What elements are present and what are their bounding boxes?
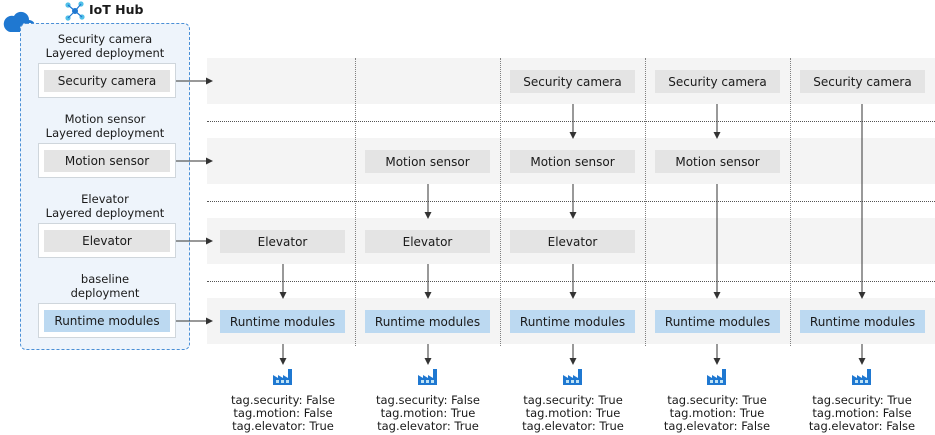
layer-divider: [207, 281, 935, 282]
tag-security: tag.security: True: [667, 393, 767, 407]
device-3-runtime-module: Runtime modules: [510, 310, 635, 333]
factory-icon: [707, 369, 726, 385]
device-3-camera-module: Security camera: [510, 70, 635, 93]
tag-security: tag.security: False: [231, 393, 335, 407]
device-4-camera-module: Security camera: [655, 70, 780, 93]
deployment-camera-name: Security camera: [57, 32, 153, 46]
device-3-tags: tag.security: True tag.motion: True tag.…: [503, 394, 643, 433]
tag-elevator: tag.elevator: False: [808, 419, 916, 433]
device-5-tags: tag.security: True tag.motion: False tag…: [792, 394, 932, 433]
device-4-tags: tag.security: True tag.motion: True tag.…: [647, 394, 787, 433]
device-5-camera-module: Security camera: [800, 70, 925, 93]
layer-divider: [207, 121, 935, 122]
factory-icon: [418, 369, 437, 385]
tag-elevator: tag.elevator: True: [522, 419, 624, 433]
tag-security: tag.security: True: [812, 393, 912, 407]
tag-security: tag.security: False: [376, 393, 480, 407]
deployment-baseline-module: Runtime modules: [44, 310, 170, 332]
tag-elevator: tag.elevator: False: [663, 419, 771, 433]
factory-icon: [273, 369, 292, 385]
device-1-elevator-module: Elevator: [220, 230, 345, 253]
device-divider: [790, 58, 791, 346]
device-divider: [645, 58, 646, 346]
tag-motion: tag.motion: False: [812, 406, 912, 420]
device-2-runtime-module: Runtime modules: [365, 310, 490, 333]
tag-motion: tag.motion: False: [233, 406, 333, 420]
tag-elevator: tag.elevator: True: [232, 419, 334, 433]
device-3-motion-module: Motion sensor: [510, 150, 635, 173]
tag-motion: tag.motion: True: [669, 406, 765, 420]
deployment-baseline-name: baseline: [80, 272, 130, 286]
deployment-elevator-module: Elevator: [44, 230, 170, 252]
deployment-elevator-subtitle: Layered deployment: [45, 206, 165, 220]
device-1-runtime-module: Runtime modules: [220, 310, 345, 333]
device-4-motion-module: Motion sensor: [655, 150, 780, 173]
device-3-elevator-module: Elevator: [510, 230, 635, 253]
iot-hub-icon: [65, 1, 85, 21]
device-divider: [355, 58, 356, 346]
deployment-motion-subtitle: Layered deployment: [45, 126, 165, 140]
deployment-camera-subtitle: Layered deployment: [45, 46, 165, 60]
deployment-motion-module: Motion sensor: [44, 150, 170, 172]
device-2-motion-module: Motion sensor: [365, 150, 490, 173]
deployment-camera-module: Security camera: [44, 70, 170, 92]
tag-motion: tag.motion: True: [380, 406, 476, 420]
layer-divider: [207, 201, 935, 202]
device-4-runtime-module: Runtime modules: [655, 310, 780, 333]
device-2-elevator-module: Elevator: [365, 230, 490, 253]
tag-elevator: tag.elevator: True: [377, 419, 479, 433]
deployment-motion-name: Motion sensor: [64, 112, 146, 126]
device-5-runtime-module: Runtime modules: [800, 310, 925, 333]
factory-icon: [563, 369, 582, 385]
device-divider: [500, 58, 501, 346]
tag-motion: tag.motion: True: [525, 406, 621, 420]
device-2-tags: tag.security: False tag.motion: True tag…: [358, 394, 498, 433]
hub-title: IoT Hub: [89, 2, 144, 17]
tag-security: tag.security: True: [523, 393, 623, 407]
deployment-baseline-subtitle: deployment: [70, 286, 140, 300]
deployment-elevator-name: Elevator: [81, 192, 129, 206]
factory-icon: [852, 369, 871, 385]
device-1-tags: tag.security: False tag.motion: False ta…: [213, 394, 353, 433]
